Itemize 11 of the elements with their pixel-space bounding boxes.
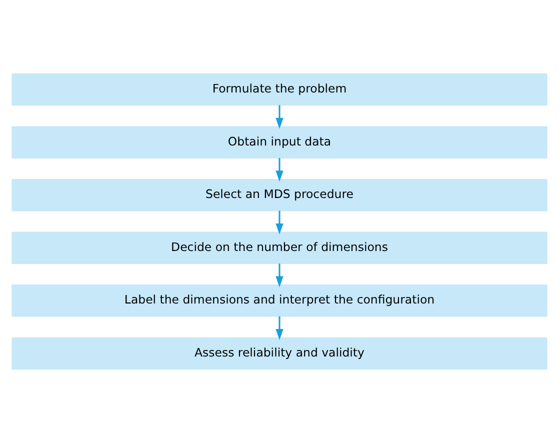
node-box: Assess reliability and validity: [12, 337, 548, 370]
arrow: [276, 210, 284, 234]
arrow: [276, 105, 284, 129]
node-box: Label the dimensions and interpret the configuration: [12, 284, 548, 317]
arrow: [276, 264, 284, 288]
node-box: Decide on the number of dimensions: [12, 232, 548, 264]
node-box: Obtain input data: [12, 126, 548, 158]
arrow: [276, 158, 284, 182]
node-box: Select an MDS procedure: [12, 178, 548, 212]
arrow: [276, 316, 284, 340]
node-box: Formulate the problem: [12, 73, 548, 106]
